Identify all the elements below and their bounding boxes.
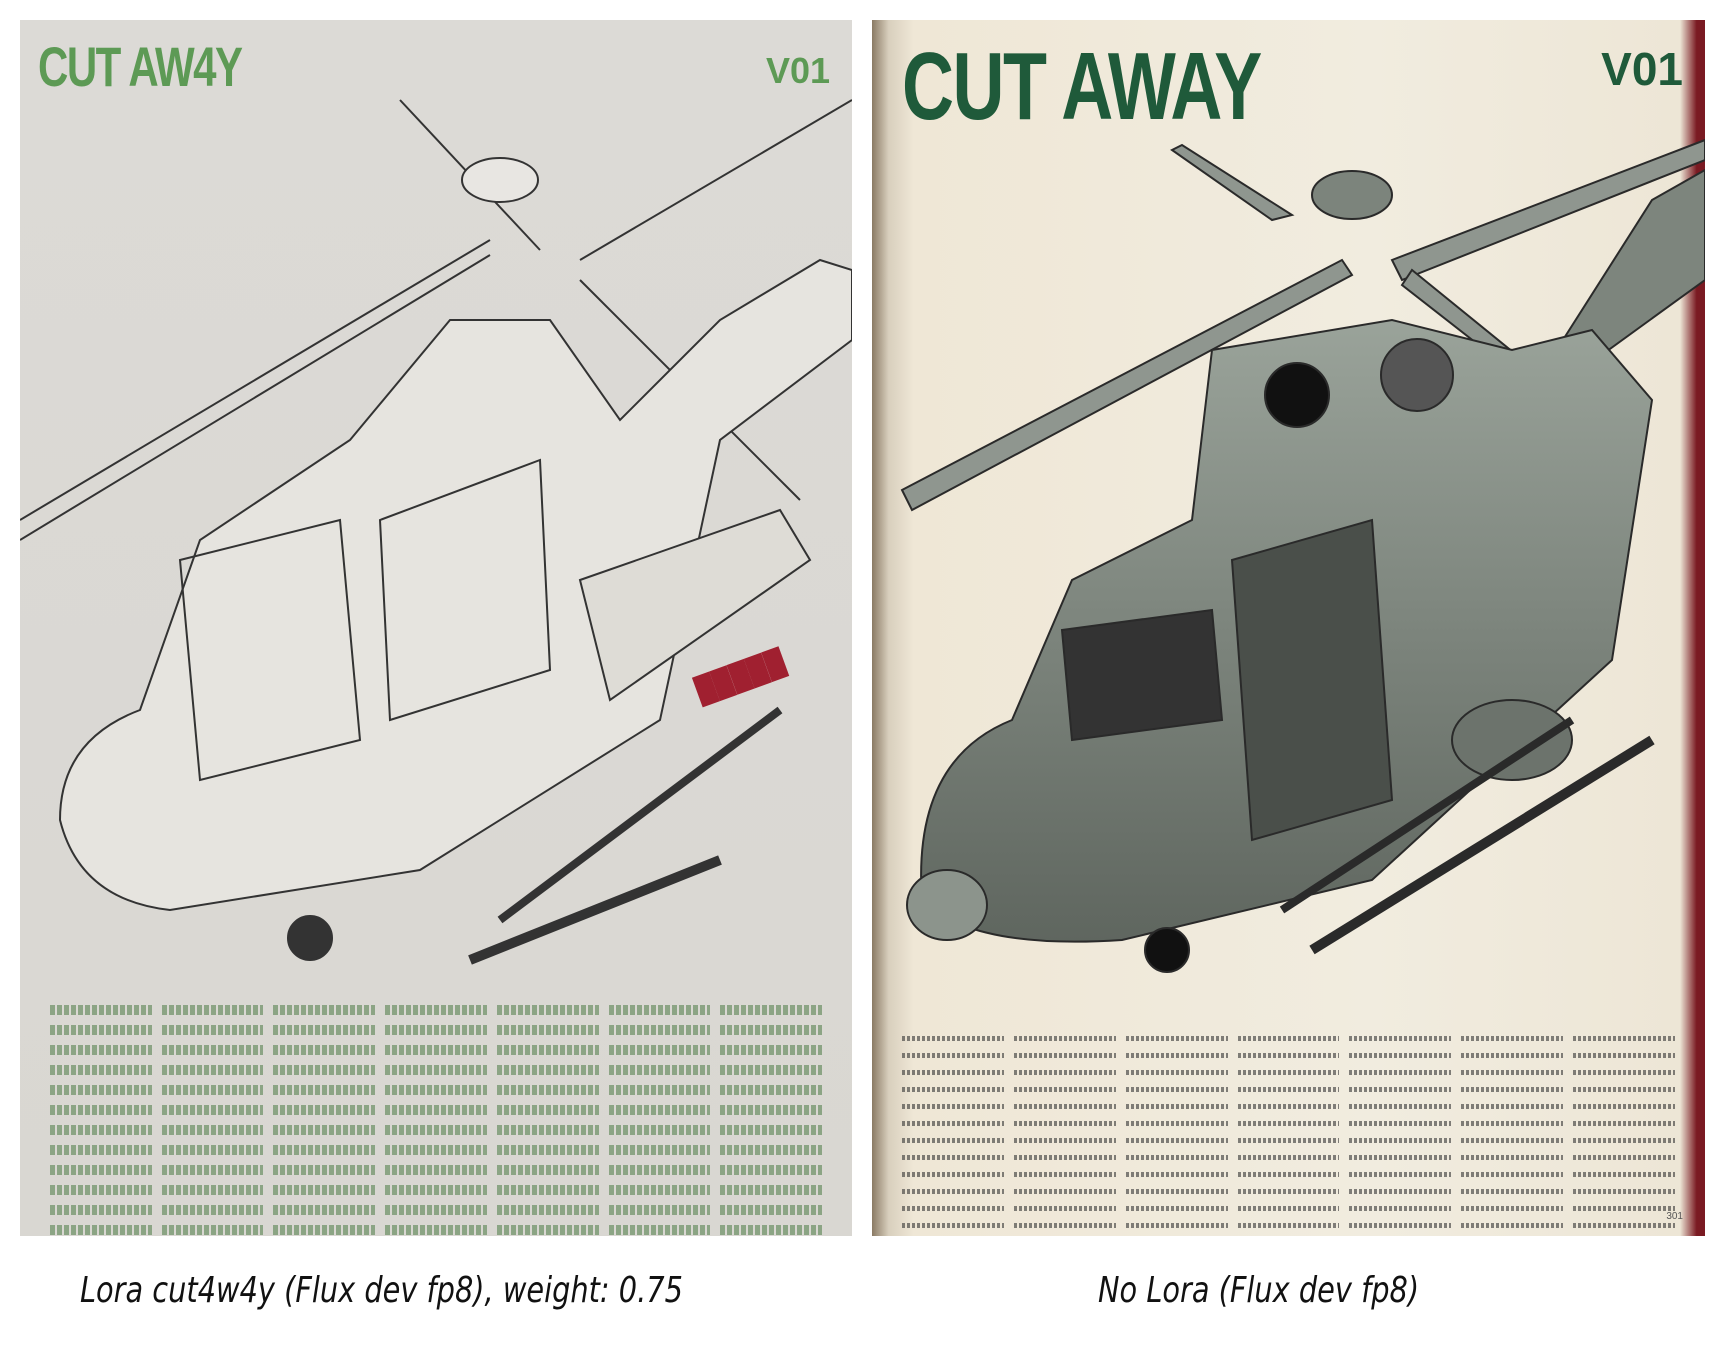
parts-legend (902, 1030, 1675, 1236)
poster-title: CUT AWAY (902, 33, 1262, 140)
lora-image-panel: CUT AW4Y V01 █████ (20, 20, 852, 1236)
poster-title: CUT AW4Y (38, 35, 243, 98)
volume-label: V01 (1601, 43, 1683, 95)
no-lora-caption: No Lora (Flux dev fp8) (1098, 1270, 1420, 1311)
volume-label: V01 (765, 50, 830, 91)
helicopter-line-drawing: █████ (20, 99, 852, 965)
lora-caption: Lora cut4w4y (Flux dev fp8), weight: 0.7… (80, 1270, 683, 1311)
parts-legend (50, 1000, 822, 1236)
page-number: 301 (1666, 1211, 1683, 1222)
svg-text:█████: █████ (692, 646, 790, 708)
helicopter-rendered-drawing (900, 138, 1705, 973)
no-lora-image-panel: CUT AWAY V01 (872, 20, 1705, 1236)
